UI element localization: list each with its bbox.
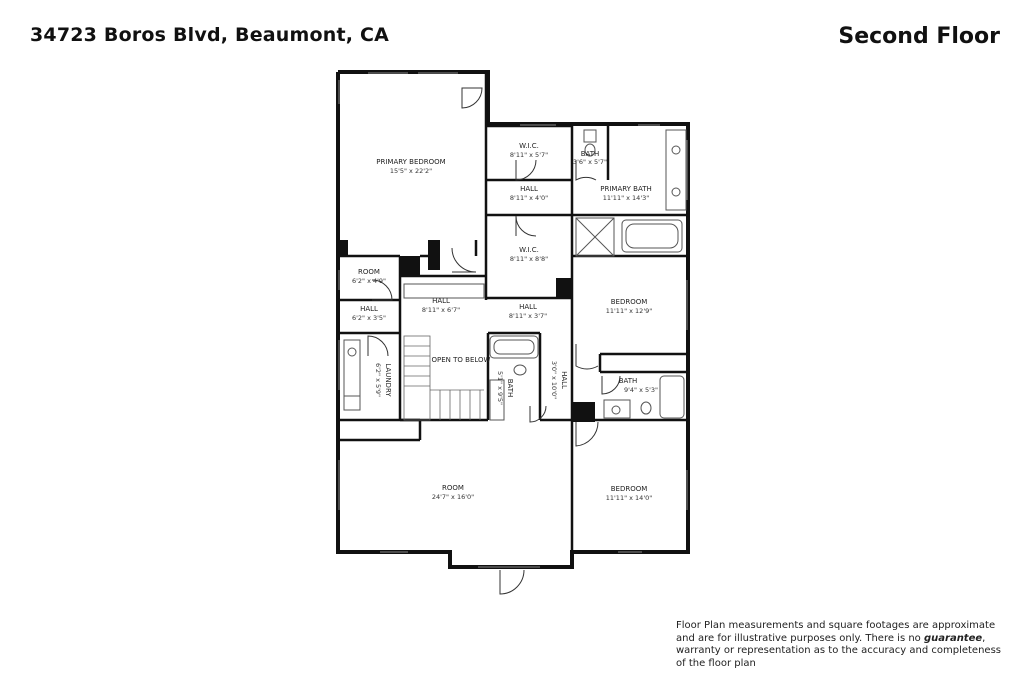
room-wic-1-name: W.I.C.: [519, 142, 539, 150]
doors: [367, 87, 621, 595]
room-bedroom-2-name: BEDROOM: [611, 485, 648, 493]
room-hall-2-name: HALL: [432, 297, 450, 305]
room-large-room-name: ROOM: [442, 484, 464, 492]
room-primary-bedroom-dims: 15'5" x 22'2": [390, 167, 432, 175]
room-hall-3-name: HALL: [519, 303, 537, 311]
stairs: [403, 335, 484, 421]
room-bath-small-name: BATH: [581, 150, 600, 158]
room-hall-4-dims: 6'2" x 3'5": [352, 314, 386, 322]
room-bedroom-2-dims: 11'11" x 14'0": [606, 494, 652, 502]
room-primary-bath-dims: 11'11" x 14'3": [603, 194, 649, 202]
disclaimer-text: Floor Plan measurements and square foota…: [676, 620, 1012, 670]
room-laundry-name: LAUNDRY: [384, 363, 392, 397]
disclaimer-emphasis: guarantee: [923, 632, 983, 644]
room-bath-3-name: BATH: [619, 377, 638, 385]
room-labels: PRIMARY BEDROOM 15'5" x 22'2" W.I.C. 8'1…: [352, 142, 658, 502]
room-wic-2-dims: 8'11" x 8'8": [510, 255, 548, 263]
room-hall-5-name: HALL: [560, 371, 568, 389]
fixtures: [343, 129, 687, 421]
room-wic-1-dims: 8'11" x 5'7": [510, 151, 548, 159]
room-bedroom-1-name: BEDROOM: [611, 298, 648, 306]
room-bath-2-name: BATH: [506, 379, 514, 398]
open-to-below-label: OPEN TO BELOW: [432, 356, 491, 364]
room-hall-2-dims: 8'11" x 6'7": [422, 306, 460, 314]
disclaimer-part-2: , warranty or representation as to the a…: [676, 632, 1001, 669]
room-hall-3-dims: 8'11" x 3'7": [509, 312, 547, 320]
room-hall-1-name: HALL: [520, 185, 538, 193]
room-primary-bedroom-name: PRIMARY BEDROOM: [376, 158, 445, 166]
room-room-small-name: ROOM: [358, 268, 380, 276]
property-address: 34723 Boros Blvd, Beaumont, CA: [30, 24, 390, 46]
room-bath-3-dims: 9'4" x 5'3": [624, 386, 658, 394]
floor-title: Second Floor: [838, 24, 1000, 49]
room-wic-2-name: W.I.C.: [519, 246, 539, 254]
windows: [338, 72, 688, 568]
room-hall-4-name: HALL: [360, 305, 378, 313]
room-hall-1-dims: 8'11" x 4'0": [510, 194, 548, 202]
wall-blocks: [338, 240, 595, 422]
room-room-small-dims: 6'2" x 4'9": [352, 277, 386, 285]
disclaimer-part-1: Floor Plan measurements and square foota…: [676, 620, 996, 644]
room-bedroom-1-dims: 11'11" x 12'9": [606, 307, 652, 315]
room-laundry-dims: 6'2" x 5'9": [374, 363, 382, 397]
room-primary-bath-name: PRIMARY BATH: [600, 185, 651, 193]
room-bath-2-dims: 5'1" x 9'5": [496, 371, 504, 405]
room-large-room-dims: 24'7" x 16'0": [432, 493, 474, 501]
room-bath-small-dims: 3'6" x 5'7": [573, 158, 607, 166]
room-hall-5-dims: 3'0" x 10'0": [550, 361, 558, 399]
